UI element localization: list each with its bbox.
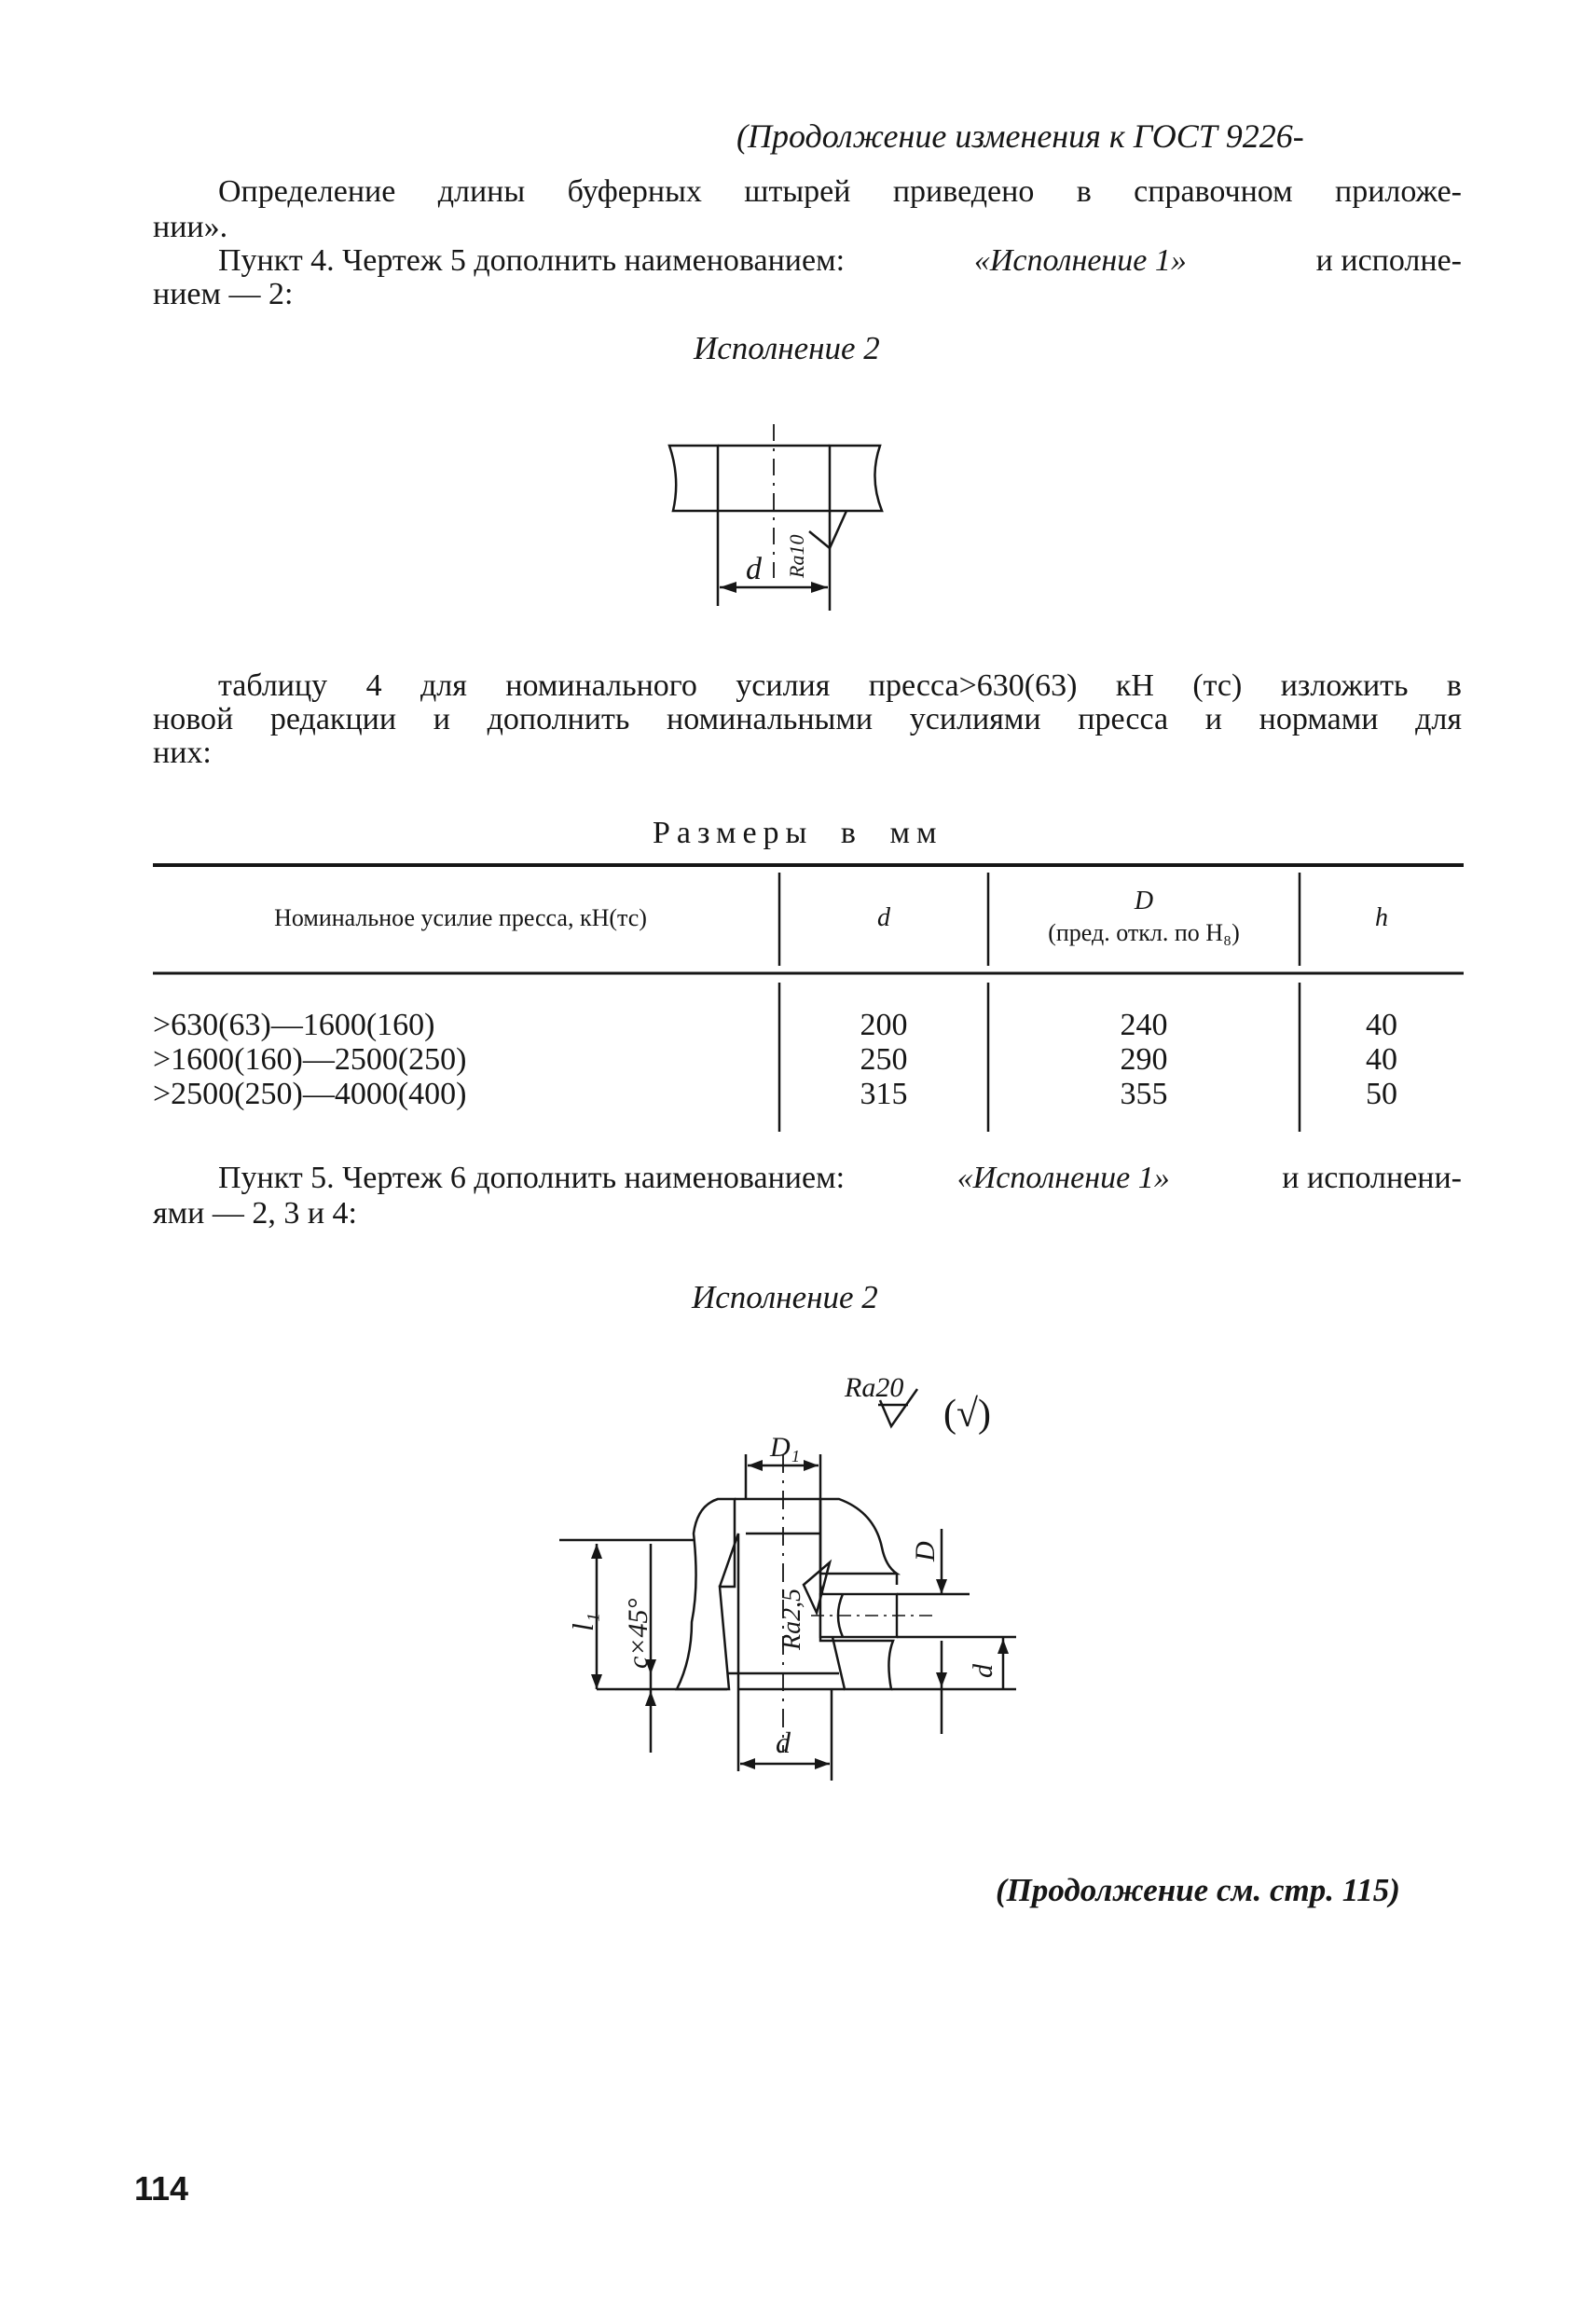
cell-h: 40 <box>1366 1008 1397 1042</box>
cell-force: >2500(250)—4000(400) <box>153 1077 467 1111</box>
dimension-label: l₁ <box>566 1613 599 1631</box>
dimension-label: d <box>968 1663 998 1678</box>
dimension-d-small: d <box>891 1635 1016 1734</box>
figure-title: Исполнение 2 <box>692 1279 878 1315</box>
table-header-h: h <box>1375 903 1388 932</box>
dimension-d: d <box>736 1689 833 1781</box>
paragraph-text: Пункт 5. Чертеж 6 дополнить наименование… <box>218 1161 846 1195</box>
table-header-force: Номинальное усилие пресса, кН(тс) <box>274 904 647 931</box>
dimension-D: D <box>897 1529 970 1596</box>
dimension-D1: D₁ <box>744 1432 822 1499</box>
paragraph-text: и исполне- <box>1315 243 1462 278</box>
table-caption: Размеры в мм <box>653 816 943 850</box>
cell-h: 50 <box>1366 1077 1397 1111</box>
dimension-label: D <box>910 1541 941 1562</box>
paragraph-line: нием — 2: <box>153 277 294 311</box>
table-header-d: d <box>877 903 890 932</box>
roughness-label: Ra20 <box>844 1372 903 1403</box>
dimension-label: D₁ <box>769 1432 800 1463</box>
paragraph-text-italic: «Исполнение 1» <box>956 1161 1170 1195</box>
paragraph-line: них: <box>153 736 212 770</box>
paragraph-line: новой редакции и дополнить номинальными … <box>153 702 1462 736</box>
roughness-symbol-ra20: Ra20 (√) <box>844 1372 991 1436</box>
cell-h: 40 <box>1366 1042 1397 1077</box>
page-number: 114 <box>134 2169 189 2208</box>
cell-D: 290 <box>1120 1042 1168 1077</box>
figure-2-drawing: Ra20 (√) D₁ Ra2,5 <box>559 1372 1016 1781</box>
cell-D: 240 <box>1120 1008 1168 1042</box>
continuation-header: (Продолжение изменения к ГОСТ 9226- <box>736 117 1304 155</box>
cell-force: >630(63)—1600(160) <box>153 1008 435 1042</box>
table-rules <box>153 863 1464 1132</box>
dimension-d: d <box>716 511 832 611</box>
roughness-label: Ra10 <box>785 535 808 579</box>
continuation-footer: (Продолжение см. стр. 115) <box>996 1872 1400 1908</box>
dimension-label: c×45° <box>623 1598 654 1669</box>
paragraph-text: Пункт 4. Чертеж 5 дополнить наименование… <box>218 243 846 278</box>
cell-force: >1600(160)—2500(250) <box>153 1042 467 1077</box>
dimension-chamfer: c×45° <box>597 1544 727 1753</box>
paragraph-text: и исполнени- <box>1282 1161 1462 1195</box>
figure-title: Исполнение 2 <box>694 330 880 366</box>
flange-section <box>667 424 884 578</box>
dimension-l1: l₁ <box>559 1538 694 1689</box>
paragraph-line: нии». <box>153 210 228 244</box>
paragraph-line: Определение длины буферных штырей привед… <box>218 174 1462 209</box>
dimensions-table: Номинальное усилие пресса, кН(тс) d D (п… <box>153 861 1464 1132</box>
paragraph-line: Пункт 5. Чертеж 6 дополнить наименование… <box>218 1162 1462 1195</box>
roughness-check-label: (√) <box>943 1393 991 1436</box>
table-header-D: D <box>1134 887 1154 915</box>
roughness-label: Ra2,5 <box>777 1589 806 1651</box>
cell-d: 200 <box>860 1008 908 1042</box>
paragraph-line: Пункт 4. Чертеж 5 дополнить наименование… <box>218 244 1462 278</box>
table-header-D-tolerance: (пред. откл. по H₈) <box>1048 919 1240 946</box>
cell-d: 250 <box>860 1042 908 1077</box>
paragraph-text-italic: «Исполнение 1» <box>973 243 1187 278</box>
paragraph-line: ями — 2, 3 и 4: <box>153 1196 357 1231</box>
figure-1-drawing: d Ra10 <box>667 424 884 611</box>
roughness-symbol: Ra10 <box>785 510 848 579</box>
roughness-symbol-ra25: Ra2,5 <box>777 1559 832 1651</box>
paragraph-line: таблицу 4 для номинального усилия пресса… <box>218 668 1462 703</box>
cell-d: 315 <box>860 1077 908 1111</box>
dimension-label: d <box>776 1726 791 1759</box>
dimension-label: d <box>746 552 763 586</box>
cell-D: 355 <box>1120 1077 1168 1111</box>
part-section <box>674 1454 932 1753</box>
